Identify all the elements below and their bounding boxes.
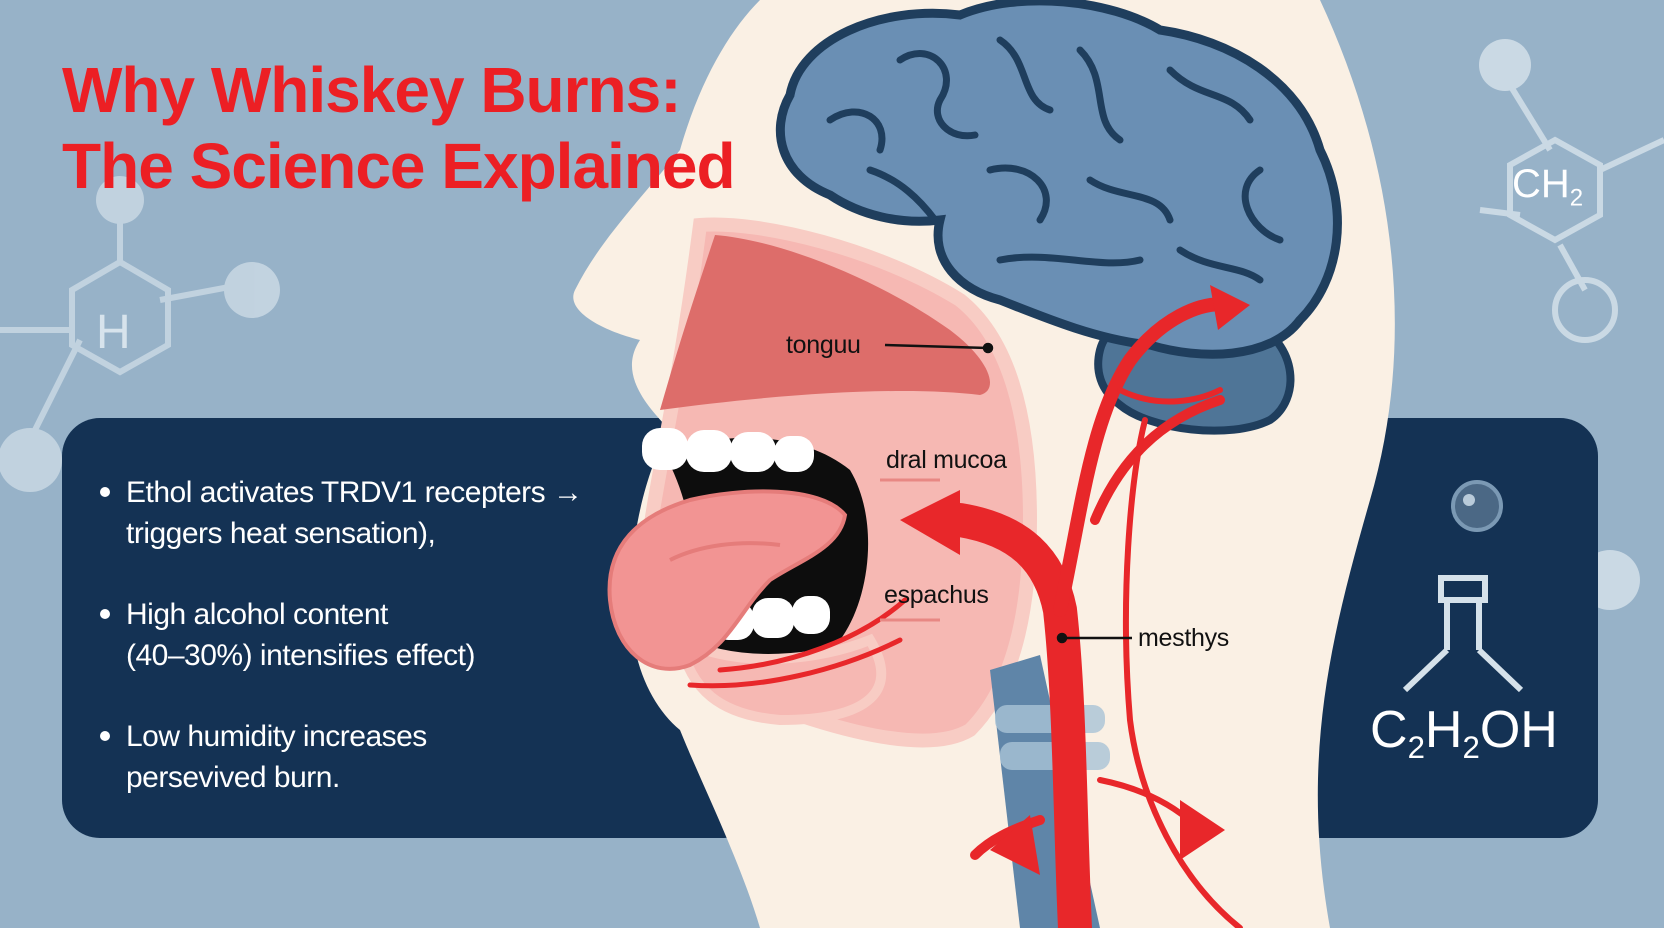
- formula-subscript: 2: [1462, 729, 1480, 765]
- info-panel-left: [62, 418, 762, 838]
- formula-part: C: [1370, 701, 1408, 759]
- arrowheads: [900, 285, 1250, 875]
- formula-part: H: [1424, 701, 1463, 759]
- fact-line: Ethol activates TRDV1 recepters →: [126, 476, 583, 509]
- mucosa-marks: [880, 478, 940, 622]
- fact-item: Ethol activates TRDV1 recepters → trigge…: [98, 472, 618, 554]
- molecule-structure-icon: [1402, 480, 1524, 693]
- fact-line: persevived burn.: [126, 761, 340, 794]
- soft-palate: [660, 235, 990, 410]
- ch2-label: CH2: [1512, 162, 1583, 210]
- upper-teeth: [642, 428, 814, 472]
- ch2-main: CH: [1512, 162, 1570, 206]
- label-esophagus: espachus: [884, 581, 989, 609]
- ch2-subscript: 2: [1569, 184, 1584, 212]
- tongue-groove: [669, 541, 781, 562]
- molecule-right-decoration: [1479, 39, 1664, 623]
- hydrogen-atom-label: H: [96, 306, 131, 359]
- label-tongue: tonguu: [786, 331, 861, 359]
- tongue-shape: [607, 489, 848, 671]
- fact-item: Low humidity increases persevived burn.: [98, 716, 618, 798]
- fact-list: Ethol activates TRDV1 recepters → trigge…: [98, 472, 618, 838]
- fact-line: High alcohol content: [126, 598, 388, 631]
- fact-line: (40–30%) intensifies effect): [126, 639, 475, 672]
- molecule-left-decoration: [0, 176, 280, 492]
- formula-part: OH: [1479, 701, 1558, 759]
- fact-line: triggers heat sensation),: [126, 517, 436, 550]
- label-nerve: mesthys: [1138, 624, 1229, 652]
- label-oral-mucosa: dral mucoa: [886, 446, 1007, 474]
- fact-line: Low humidity increases: [126, 720, 427, 753]
- fact-item: High alcohol content (40–30%) intensifie…: [98, 594, 618, 676]
- page-title: Why Whiskey Burns: The Science Explained: [62, 52, 736, 204]
- label-leader-lines: [884, 342, 1132, 644]
- title-line-2: The Science Explained: [62, 130, 736, 202]
- ethanol-formula: C2H2OH: [1370, 700, 1558, 763]
- title-line-1: Why Whiskey Burns:: [62, 54, 682, 126]
- formula-subscript: 2: [1407, 729, 1425, 765]
